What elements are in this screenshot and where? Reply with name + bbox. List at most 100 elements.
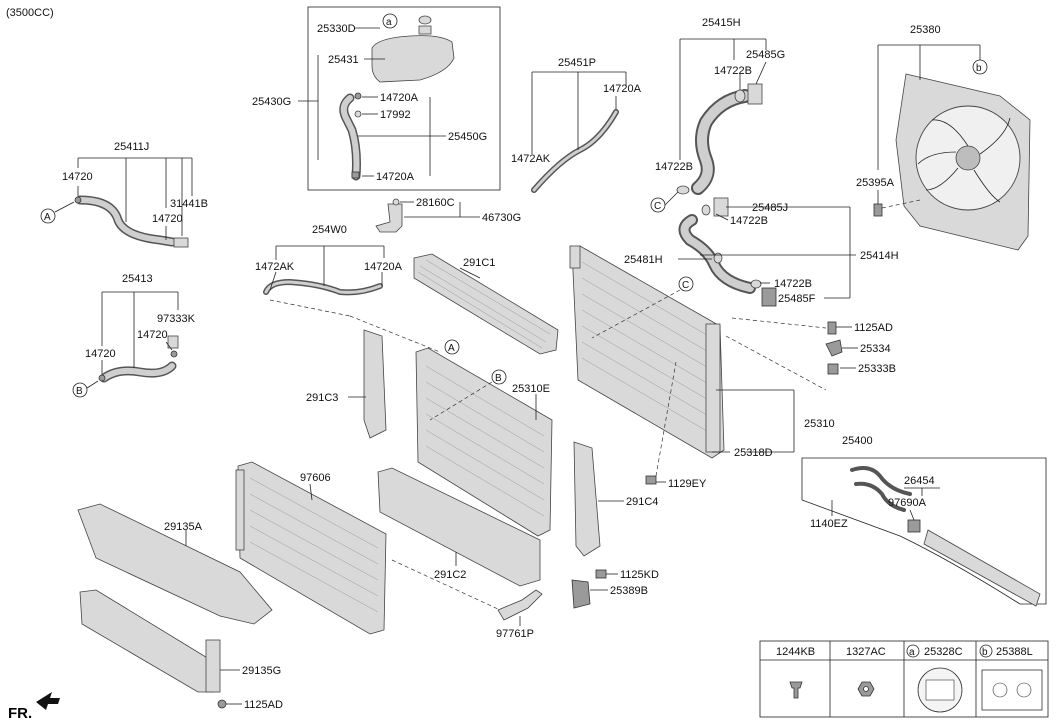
callout-C-label: C bbox=[682, 280, 689, 291]
part-17992: 17992 bbox=[380, 109, 411, 121]
part-25330D: 25330D bbox=[317, 23, 356, 35]
engine-label: (3500CC) bbox=[6, 7, 54, 19]
part-25333B: 25333B bbox=[858, 363, 896, 375]
clamp-icon bbox=[170, 350, 178, 358]
legend-callout-b: b bbox=[982, 647, 988, 658]
callout-A-circle bbox=[40, 208, 56, 224]
part-14720A: 14720A bbox=[603, 83, 642, 95]
hose-fitting-icon bbox=[173, 237, 189, 248]
clamp-icon bbox=[354, 92, 362, 100]
condenser-radiator-icon bbox=[415, 347, 553, 537]
part-25395A: 25395A bbox=[856, 177, 895, 189]
bolt-icon bbox=[873, 203, 883, 217]
part-29135A: 29135A bbox=[164, 521, 203, 533]
radiator-tank-icon bbox=[569, 245, 581, 269]
clamp-icon bbox=[98, 374, 106, 382]
part-14720: 14720 bbox=[62, 171, 93, 183]
reservoir-cap-icon bbox=[418, 15, 432, 25]
part-25310E: 25310E bbox=[512, 383, 550, 395]
part-25485F: 25485F bbox=[778, 293, 816, 305]
hose-fitting-icon bbox=[747, 83, 763, 105]
part-14722B: 14722B bbox=[774, 278, 812, 290]
part-1472AK: 1472AK bbox=[511, 153, 551, 165]
part-26454: 26454 bbox=[904, 475, 935, 487]
lower-air-guard-icon bbox=[377, 467, 541, 587]
o-ring-icon bbox=[354, 110, 362, 118]
part-25431: 25431 bbox=[328, 54, 359, 66]
part-25334: 25334 bbox=[860, 343, 891, 355]
upper-air-guard-icon bbox=[413, 253, 559, 355]
part-97690A: 97690A bbox=[888, 497, 927, 509]
part-46730G: 46730G bbox=[482, 212, 521, 224]
part-25310: 25310 bbox=[804, 418, 835, 430]
callout-A-circle bbox=[444, 339, 460, 355]
part-31441B: 31441B bbox=[170, 198, 208, 210]
caution-label-icon bbox=[981, 669, 1043, 711]
part-25415H: 25415H bbox=[702, 17, 741, 29]
part-291C4: 291C4 bbox=[626, 496, 658, 508]
radiator-side-tank-icon bbox=[705, 323, 721, 453]
part-1129EY: 1129EY bbox=[668, 478, 707, 490]
part-25413: 25413 bbox=[122, 273, 153, 285]
front-arrow-icon bbox=[36, 692, 60, 710]
legend-header-25388L: 25388L bbox=[996, 646, 1033, 658]
part-291C1: 291C1 bbox=[463, 257, 495, 269]
callout-b-label: b bbox=[976, 63, 982, 74]
callout-C-circle bbox=[678, 276, 694, 292]
callout-C-label: C bbox=[654, 201, 661, 212]
front-direction-label: FR. bbox=[8, 705, 32, 722]
receiver-drier-icon bbox=[235, 469, 245, 551]
bracket-icon bbox=[375, 203, 403, 233]
ac-pipe-icon bbox=[497, 589, 543, 621]
oil-cooler-group-box bbox=[801, 457, 1047, 605]
legend-header-25328C: 25328C bbox=[924, 646, 963, 658]
hose-clamp-icon bbox=[701, 204, 711, 216]
part-254W0: 254W0 bbox=[312, 224, 347, 236]
part-14720: 14720 bbox=[137, 329, 168, 341]
hose-fitting-icon bbox=[713, 197, 729, 217]
callout-B-label: B bbox=[495, 373, 502, 384]
lower-deflector-icon bbox=[79, 589, 215, 693]
callout-A-label: A bbox=[44, 212, 51, 223]
part-97606: 97606 bbox=[300, 472, 331, 484]
part-25400: 25400 bbox=[842, 435, 873, 447]
clamp-icon bbox=[74, 196, 82, 204]
hose-clamp-icon bbox=[750, 279, 762, 289]
part-97761P: 97761P bbox=[496, 628, 534, 640]
hose-fitting-icon bbox=[167, 335, 179, 349]
duct-side-bracket-icon bbox=[205, 639, 221, 693]
mount-bracket-icon bbox=[571, 579, 591, 609]
part-25430G: 25430G bbox=[252, 96, 291, 108]
part-1472AK: 1472AK bbox=[255, 261, 295, 273]
callout-A-label: A bbox=[448, 343, 455, 354]
part-1125KD: 1125KD bbox=[620, 569, 659, 581]
part-14720A: 14720A bbox=[380, 92, 419, 104]
part-25451P: 25451P bbox=[558, 57, 596, 69]
part-25485G: 25485G bbox=[746, 49, 785, 61]
part-1125AD: 1125AD bbox=[854, 322, 893, 334]
part-25380: 25380 bbox=[910, 24, 941, 36]
bracket-icon bbox=[825, 339, 843, 357]
rubber-mount-icon bbox=[827, 363, 839, 375]
air-duct-icon bbox=[77, 503, 273, 625]
part-14720A: 14720A bbox=[364, 261, 403, 273]
part-291C2: 291C2 bbox=[434, 569, 466, 581]
bolt-icon bbox=[217, 699, 227, 709]
part-28160C: 28160C bbox=[416, 197, 455, 209]
legend-header-1327AC: 1327AC bbox=[846, 646, 886, 658]
callout-B-circle bbox=[72, 382, 88, 398]
reservoir-group-box bbox=[307, 6, 501, 191]
hose-clamp-icon bbox=[734, 89, 746, 103]
part-25485J: 25485J bbox=[752, 202, 788, 214]
reservoir-neck-icon bbox=[418, 25, 432, 35]
callout-b-circle bbox=[972, 59, 988, 75]
oil-cooler-icon bbox=[923, 529, 1041, 607]
callout-B-circle bbox=[491, 369, 507, 385]
part-25481H: 25481H bbox=[624, 254, 663, 266]
part-14722B: 14722B bbox=[714, 65, 752, 77]
left-air-guard-icon bbox=[363, 329, 387, 439]
hose-clamp-icon bbox=[713, 252, 723, 264]
part-25450G: 25450G bbox=[448, 131, 487, 143]
bolt-icon bbox=[645, 475, 657, 485]
